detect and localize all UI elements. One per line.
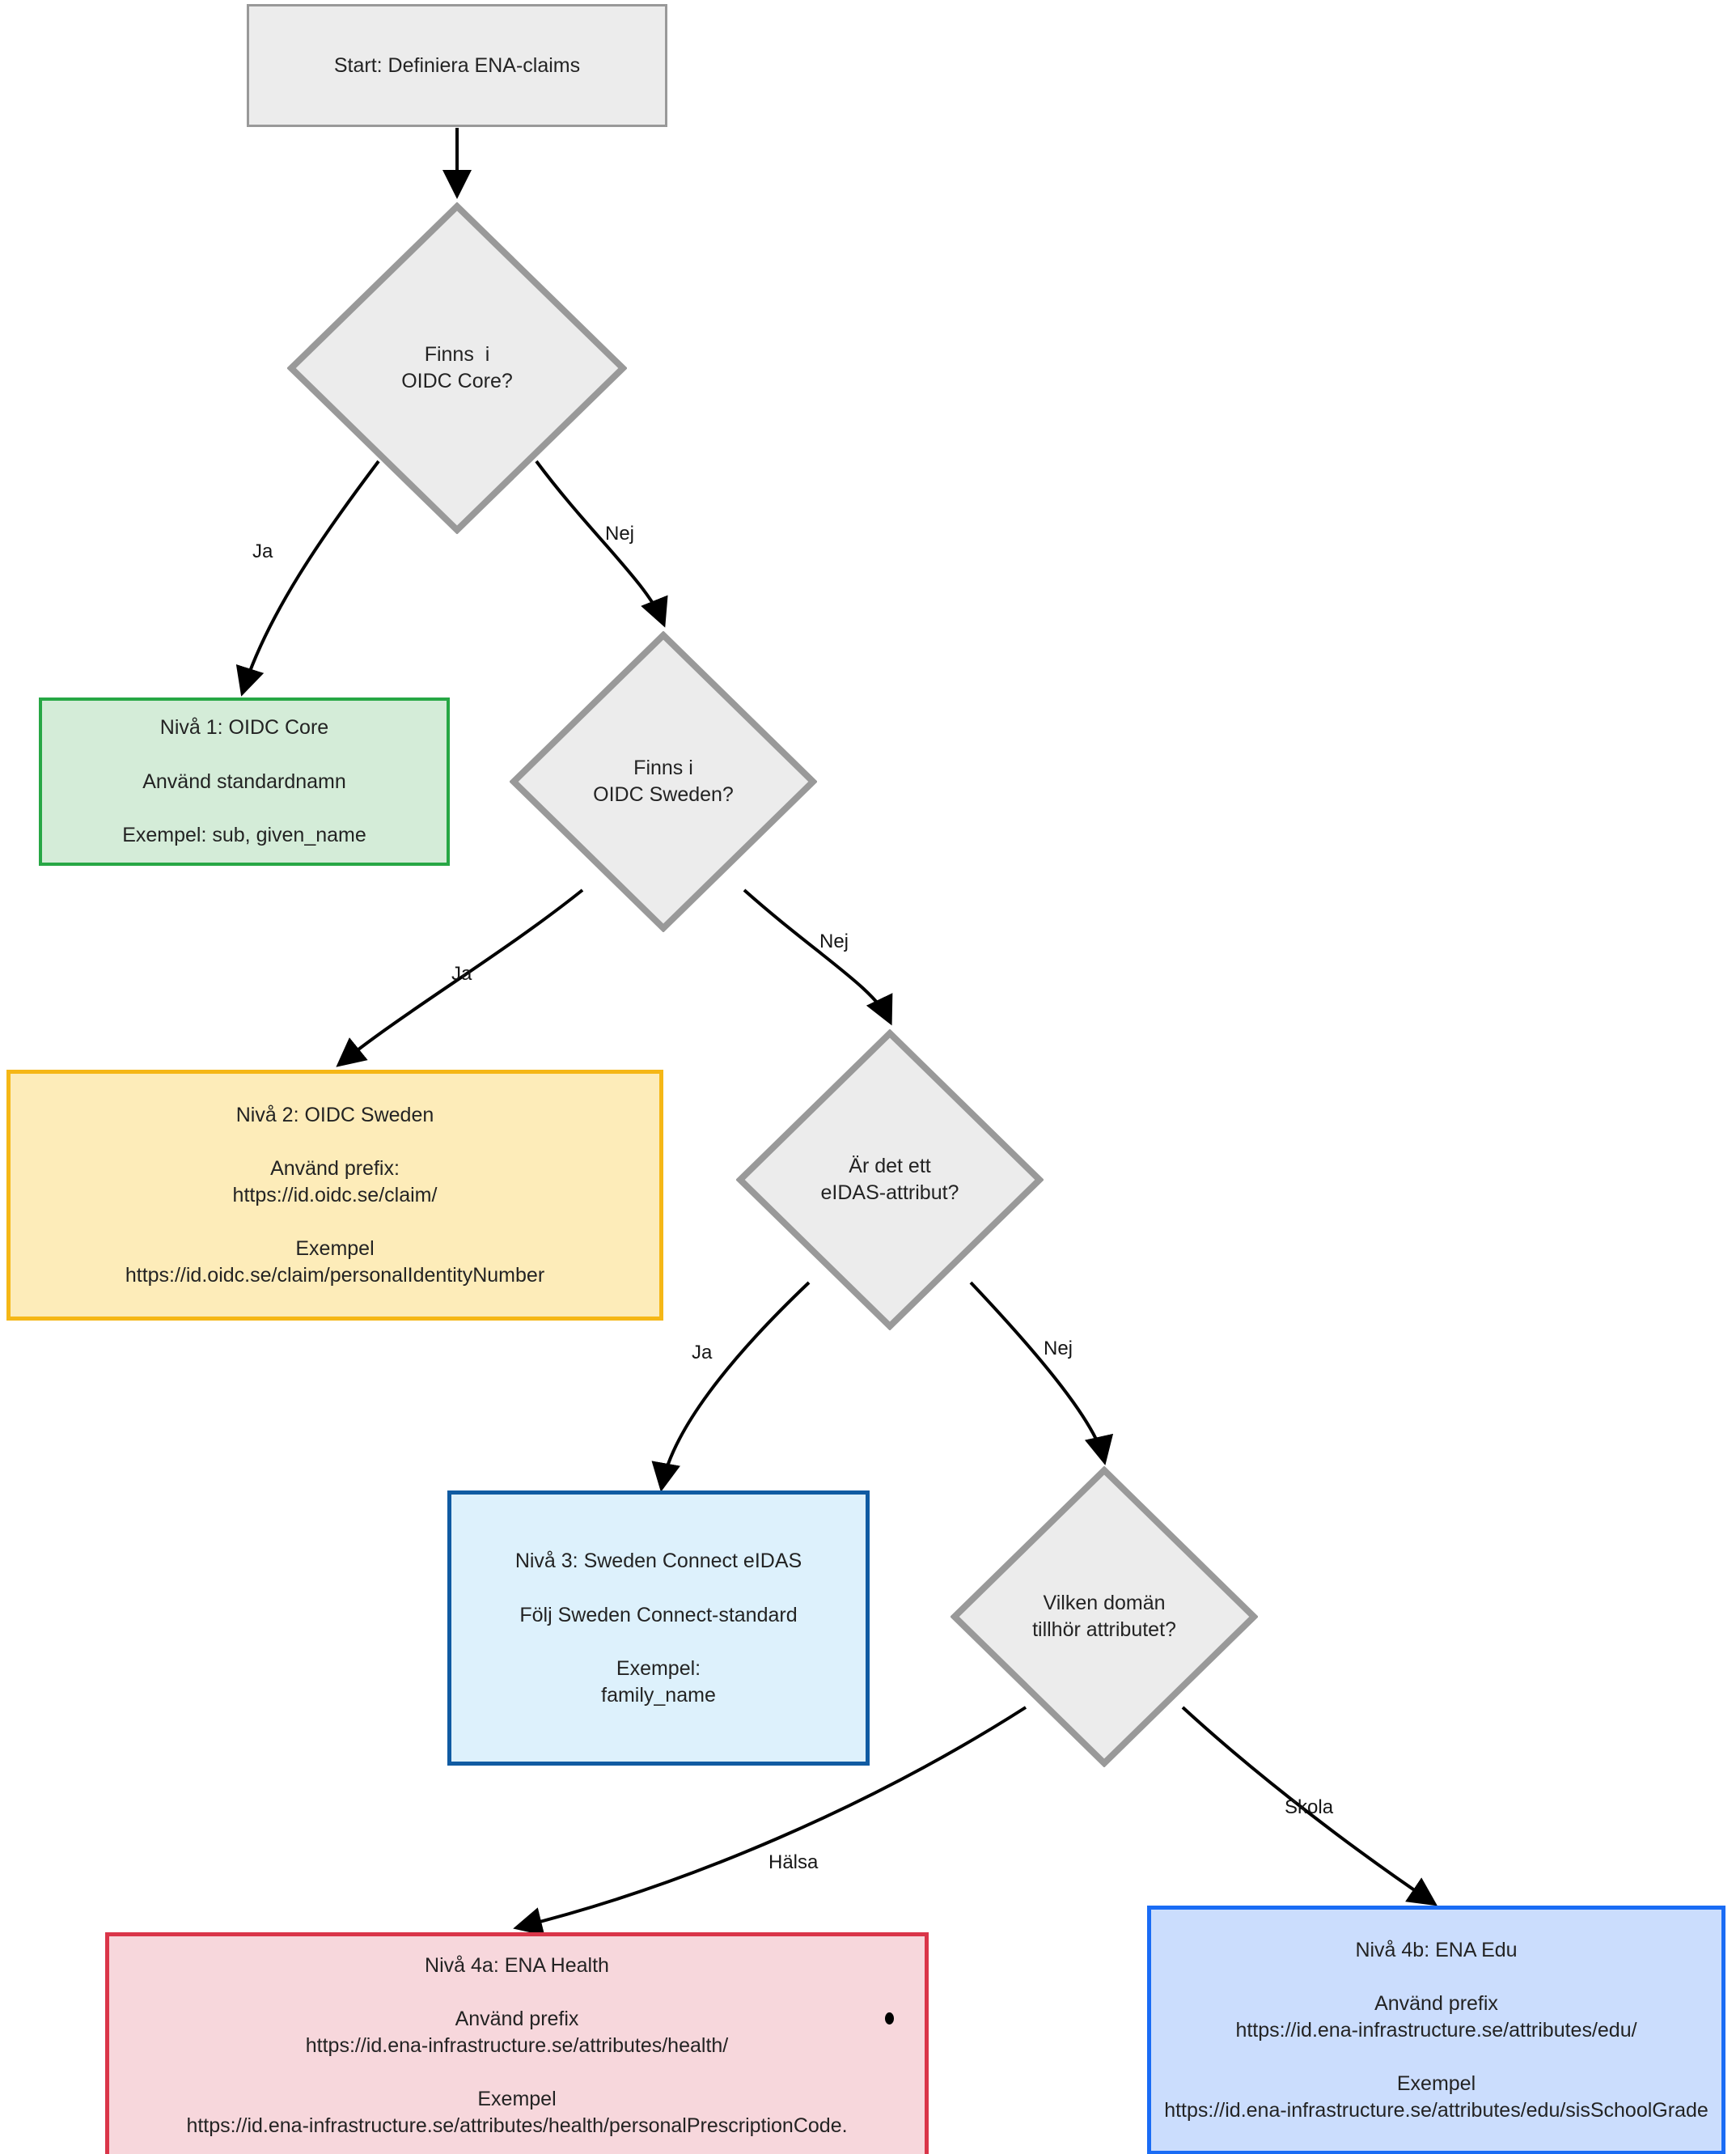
- level2-line-4: Exempel: [295, 1237, 375, 1261]
- node-decision-domain-label: Vilken domän tillhör attributet?: [951, 1466, 1258, 1767]
- level3-line-3: Exempel:: [616, 1657, 701, 1680]
- edge-label-domain-halsa: Hälsa: [768, 1851, 819, 1873]
- level2-line-5: https://id.oidc.se/claim/personalIdentit…: [125, 1263, 545, 1287]
- edge-label-eidas-ja: Ja: [692, 1342, 713, 1363]
- decision-sweden-line-1: Finns i: [633, 757, 693, 779]
- node-level2-oidc-sweden[interactable]: Nivå 2: OIDC Sweden Använd prefix: https…: [6, 1070, 663, 1321]
- diamond-shape-eidas: [736, 1029, 1044, 1330]
- decision-domain-line-1: Vilken domän: [1043, 1592, 1166, 1614]
- level1-line-3: Exempel: sub, given_name: [122, 824, 366, 847]
- bullet-dot-marker: [885, 2012, 894, 2025]
- node-decision-oidc-core-label: Finns i OIDC Core?: [287, 202, 627, 534]
- level4b-line-5: https://id.ena-infrastructure.se/attribu…: [1164, 2098, 1708, 2122]
- decision-sweden-line-2: OIDC Sweden?: [593, 783, 734, 806]
- level3-line-2: Följ Sweden Connect-standard: [519, 1603, 798, 1626]
- node-start[interactable]: Start: Definiera ENA-claims: [247, 4, 667, 127]
- decision-eidas-line-2: eIDAS-attribut?: [820, 1181, 959, 1204]
- level2-line-3: https://id.oidc.se/claim/: [232, 1183, 438, 1206]
- diamond-shape-domain: [951, 1466, 1258, 1767]
- level4a-line-2: Använd prefix: [455, 2008, 579, 2031]
- level4a-line-5: https://id.ena-infrastructure.se/attribu…: [186, 2114, 848, 2137]
- edge-label-core-ja: Ja: [252, 541, 273, 562]
- level3-line-1: Nivå 3: Sweden Connect eIDAS: [514, 1550, 802, 1572]
- diamond-shape-oidc-core: [287, 202, 627, 534]
- edge-label-domain-skola: Skola: [1285, 1796, 1334, 1818]
- node-level4b-ena-edu[interactable]: Nivå 4b: ENA Edu Använd prefix https://i…: [1147, 1906, 1725, 2154]
- node-start-line-1: Start: Definiera ENA-claims: [333, 53, 581, 77]
- node-decision-oidc-sweden[interactable]: Finns i OIDC Sweden?: [510, 631, 817, 932]
- level4a-line-1: Nivå 4a: ENA Health: [425, 1953, 609, 1977]
- decision-domain-line-2: tillhör attributet?: [1032, 1618, 1176, 1641]
- edge-label-eidas-nej: Nej: [1044, 1338, 1073, 1359]
- level4a-line-4: Exempel: [477, 2088, 557, 2111]
- level4b-line-4: Exempel: [1396, 2072, 1476, 2096]
- decision-core-line-2: OIDC Core?: [401, 370, 513, 392]
- node-level4a-ena-health[interactable]: Nivå 4a: ENA Health Använd prefix https:…: [105, 1932, 929, 2154]
- level4b-line-2: Använd prefix: [1374, 1992, 1498, 2016]
- level1-line-2: Använd standardnamn: [142, 770, 346, 793]
- decision-core-line-1: Finns i: [424, 343, 490, 366]
- level4a-line-3: https://id.ena-infrastructure.se/attribu…: [305, 2033, 729, 2057]
- level4b-line-1: Nivå 4b: ENA Edu: [1355, 1938, 1518, 1961]
- level2-line-1: Nivå 2: OIDC Sweden: [235, 1103, 434, 1126]
- node-decision-domain[interactable]: Vilken domän tillhör attributet?: [951, 1466, 1258, 1767]
- level3-line-4: family_name: [601, 1683, 716, 1707]
- level2-line-2: Använd prefix:: [270, 1157, 400, 1181]
- level4b-line-3: https://id.ena-infrastructure.se/attribu…: [1235, 2018, 1637, 2042]
- edge-label-sweden-nej: Nej: [819, 931, 849, 952]
- node-decision-eidas[interactable]: Är det ett eIDAS-attribut?: [736, 1029, 1044, 1330]
- node-level3-sweden-connect-eidas[interactable]: Nivå 3: Sweden Connect eIDAS Följ Sweden…: [447, 1490, 870, 1766]
- decision-eidas-line-1: Är det ett: [849, 1155, 931, 1177]
- node-level1-oidc-core[interactable]: Nivå 1: OIDC Core Använd standardnamn Ex…: [39, 698, 450, 866]
- node-decision-eidas-label: Är det ett eIDAS-attribut?: [736, 1029, 1044, 1330]
- node-decision-oidc-core[interactable]: Finns i OIDC Core?: [287, 202, 627, 534]
- edge-label-sweden-ja: Ja: [451, 963, 472, 985]
- level1-line-1: Nivå 1: OIDC Core: [159, 716, 329, 740]
- edge-label-core-nej: Nej: [605, 523, 635, 545]
- node-decision-oidc-sweden-label: Finns i OIDC Sweden?: [510, 631, 817, 932]
- diamond-shape-oidc-sweden: [510, 631, 817, 932]
